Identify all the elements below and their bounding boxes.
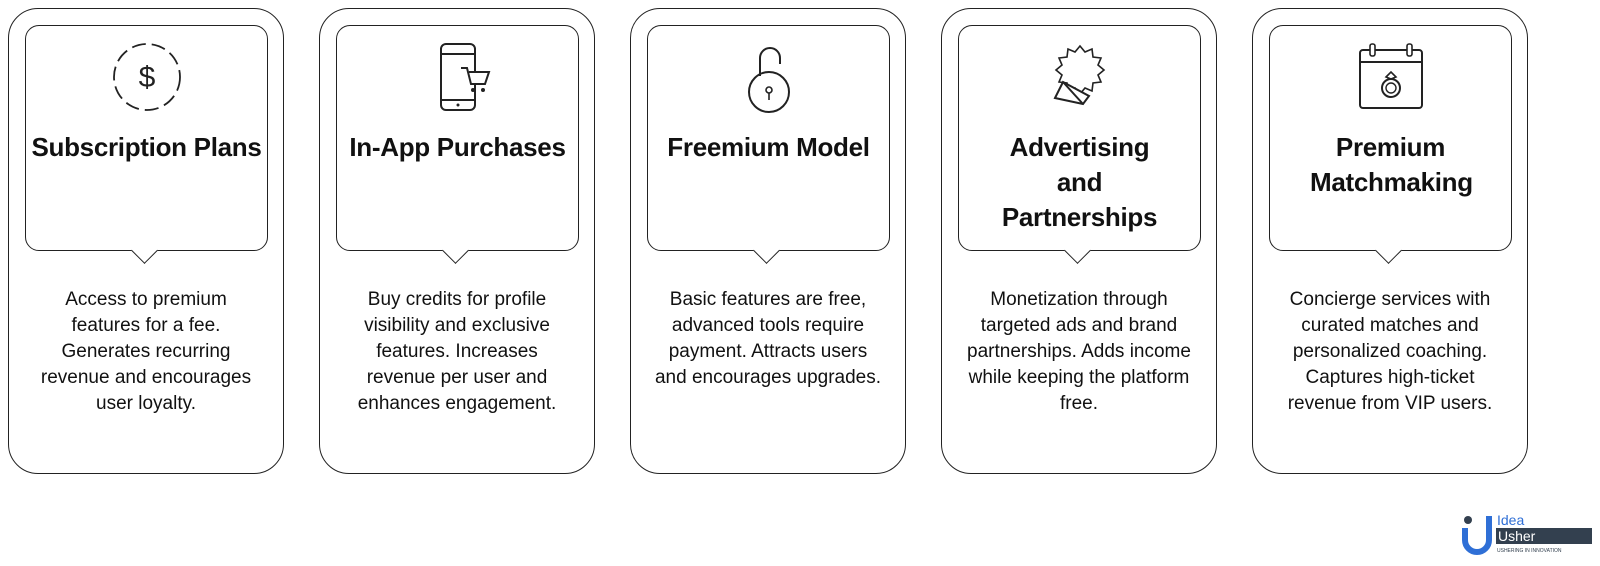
card-description: Buy credits for profile visibility and e…	[357, 289, 557, 414]
card-description: Monetization through targeted ads and br…	[967, 289, 1191, 414]
svg-text:Idea: Idea	[1497, 512, 1524, 528]
card-header: Freemium Model	[647, 25, 890, 264]
card-premium-matchmaking: Premium Matchmaking Concierge services w…	[1252, 8, 1528, 474]
card-header: $ Subscription Plans	[25, 25, 268, 264]
card-title: In-App Purchases	[349, 132, 566, 162]
card-description: Basic features are free, advanced tools …	[654, 289, 882, 388]
calendar-ring-icon	[1358, 43, 1423, 109]
svg-text:Usher: Usher	[1498, 528, 1536, 544]
svg-text:USHERING IN INNOVATION: USHERING IN INNOVATION	[1497, 548, 1562, 554]
card-subscription-plans: $ Subscription Plans Access to premium f…	[8, 8, 284, 474]
card-in-app-purchases: In-App Purchases Buy credits for profile…	[319, 8, 595, 474]
card-header: In-App Purchases	[336, 25, 579, 264]
dollar-circle-icon: $	[112, 43, 181, 111]
card-header: Advertising and Partnerships	[958, 25, 1201, 264]
open-lock-icon	[747, 47, 790, 113]
card-title: Advertising and Partnerships	[1001, 132, 1158, 232]
card-description: Concierge services with curated matches …	[1287, 289, 1493, 414]
card-freemium-model: Freemium Model Basic features are free, …	[630, 8, 906, 474]
megaphone-badge-icon	[1053, 44, 1105, 106]
idea-usher-logo: Idea Usher USHERING IN INNOVATION	[1462, 512, 1592, 555]
card-title: Freemium Model	[667, 132, 870, 162]
card-header: Premium Matchmaking	[1269, 25, 1512, 264]
card-title: Premium Matchmaking	[1310, 132, 1473, 197]
card-advertising-partnerships: Advertising and Partnerships Monetizatio…	[941, 8, 1217, 474]
phone-cart-icon	[439, 43, 490, 111]
svg-text:$: $	[138, 61, 155, 94]
card-title: Subscription Plans	[31, 132, 262, 162]
card-description: Access to premium features for a fee. Ge…	[40, 289, 252, 414]
